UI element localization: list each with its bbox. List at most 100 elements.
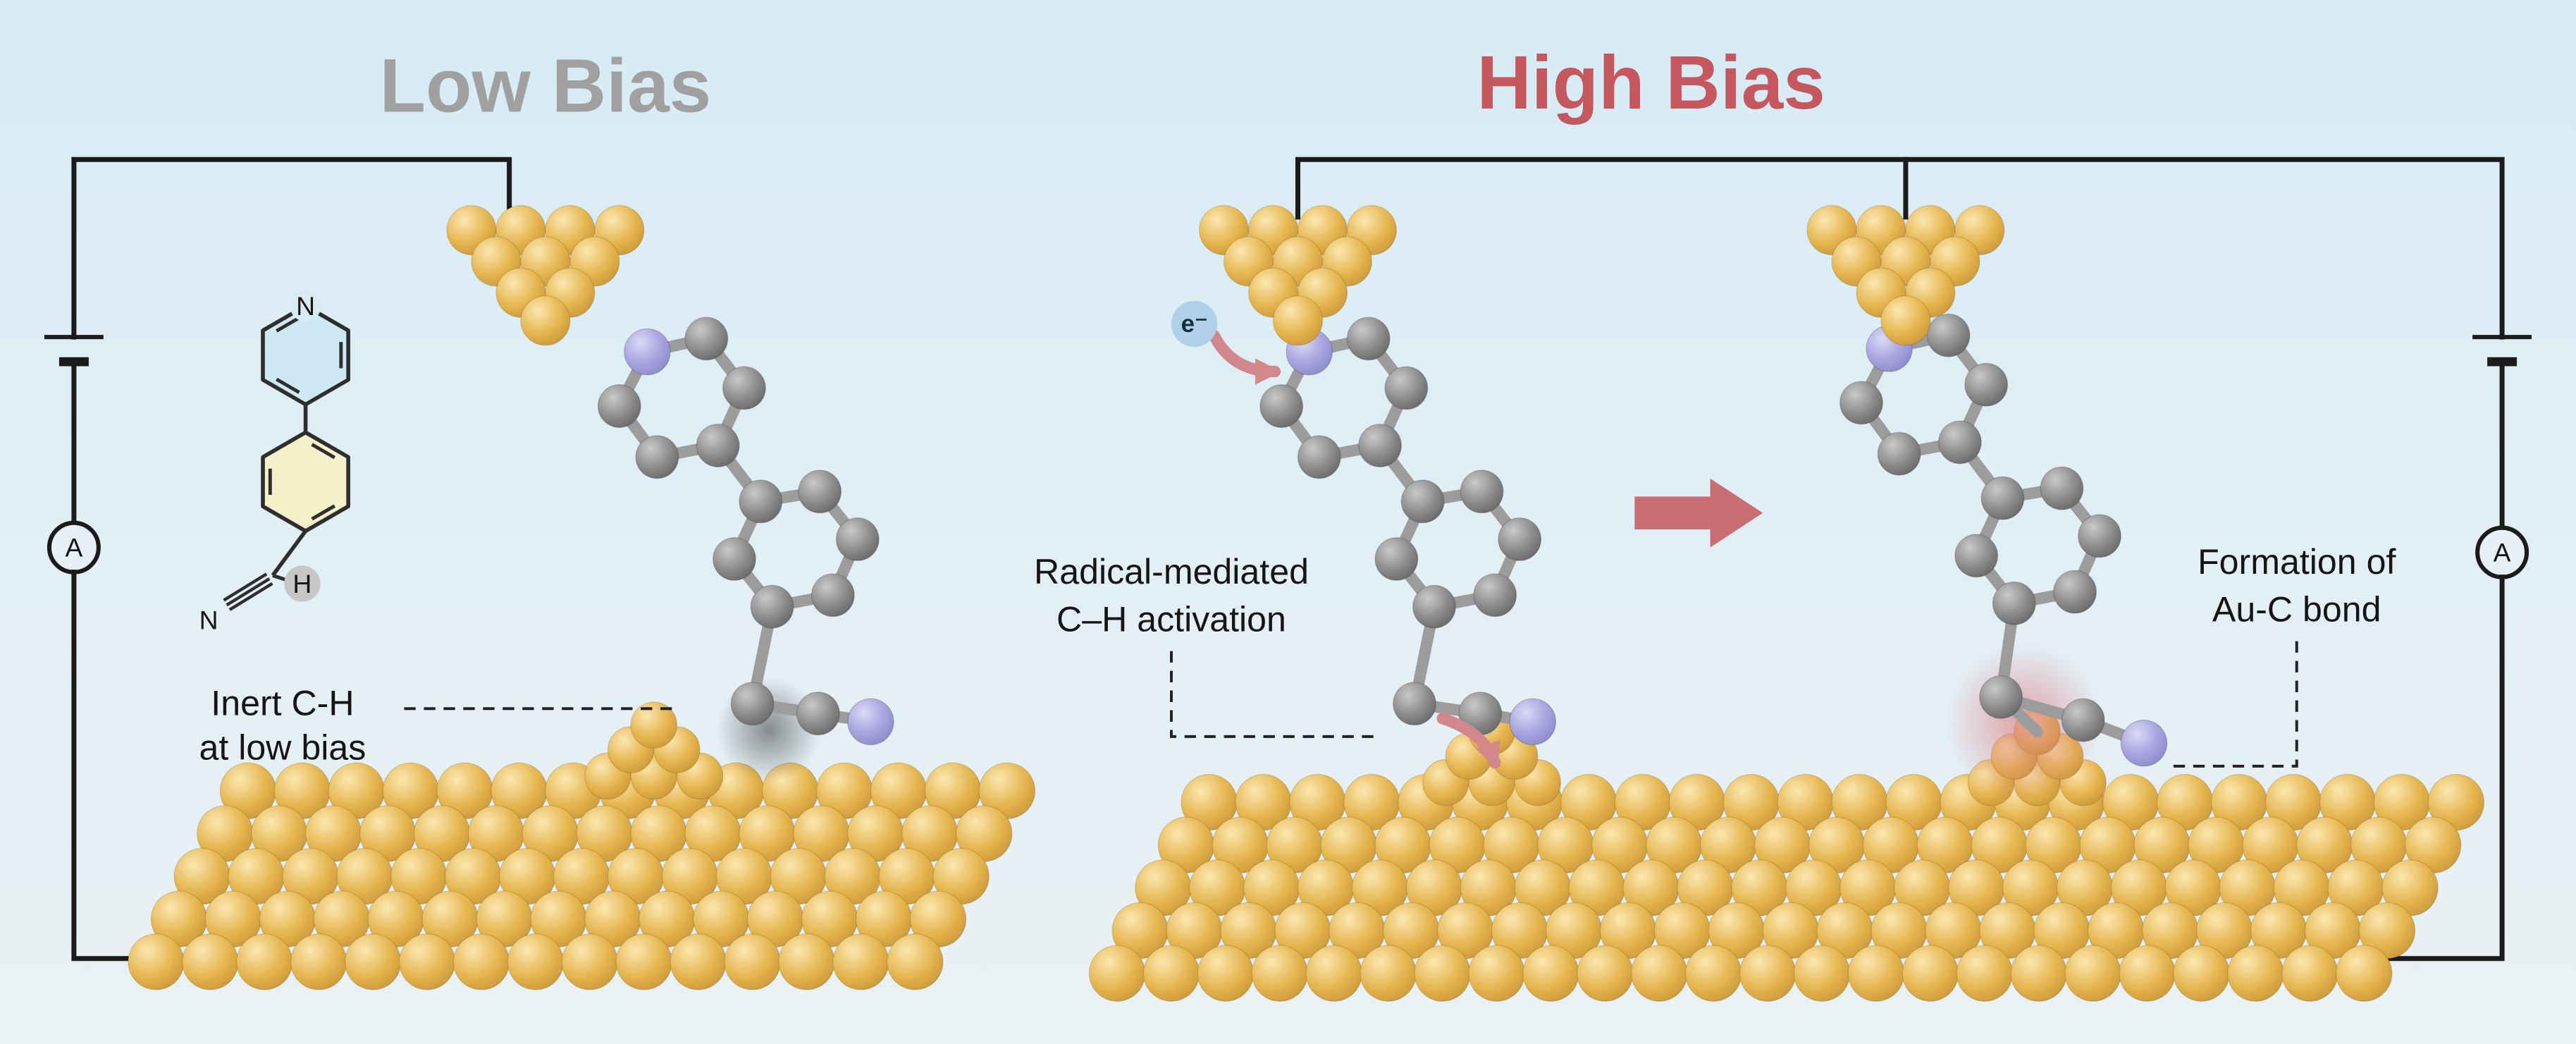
carbon-atom bbox=[1992, 582, 2036, 625]
carbon-atom bbox=[1980, 476, 2025, 520]
carbon-atom bbox=[739, 479, 783, 524]
chemical-structure-2d bbox=[223, 290, 350, 611]
inert-label-line1: Inert C-H bbox=[211, 684, 354, 723]
gold-atom bbox=[1088, 945, 1146, 1002]
gold-atom bbox=[452, 933, 510, 990]
hydrogen-highlight-circle bbox=[284, 565, 321, 602]
carbon-atom bbox=[811, 573, 855, 618]
carbon-atom bbox=[696, 424, 740, 467]
gold-atom bbox=[832, 933, 889, 990]
gold-atom bbox=[724, 933, 781, 990]
ammeter-label-right: A bbox=[2494, 538, 2511, 567]
gold-atom bbox=[670, 933, 727, 990]
gold-atom bbox=[1847, 945, 1905, 1002]
gold-tip-atom bbox=[1272, 295, 1324, 346]
gold-atom bbox=[290, 933, 347, 990]
low-bias-title: Low Bias bbox=[380, 44, 712, 128]
carbon-atom bbox=[835, 517, 880, 561]
gold-atom bbox=[1631, 945, 1688, 1002]
transition-arrow bbox=[1634, 478, 1763, 548]
gold-atom bbox=[2227, 945, 2284, 1002]
carbon-atom bbox=[1498, 517, 1542, 561]
carbon-atom bbox=[1259, 384, 1304, 428]
gold-atom bbox=[182, 933, 239, 990]
gold-adatom bbox=[630, 701, 677, 749]
gold-atom bbox=[128, 933, 185, 990]
inert-label-line2: at low bias bbox=[199, 728, 366, 768]
gold-atom bbox=[2281, 945, 2338, 1002]
carbon-atom bbox=[1460, 469, 1504, 514]
high-bias-title: High Bias bbox=[1477, 40, 1825, 125]
radical-to-surface-arrow bbox=[1436, 713, 1501, 769]
radical-label-line2: C–H activation bbox=[1056, 600, 1286, 639]
circuit-right: A bbox=[1295, 156, 2532, 962]
carbon-atom bbox=[798, 469, 842, 514]
molecule bbox=[1839, 313, 2168, 767]
electron-badge bbox=[1171, 300, 1218, 348]
carbon-atom bbox=[1393, 682, 1436, 726]
gold-atom bbox=[2173, 945, 2230, 1002]
gold-atom bbox=[344, 933, 402, 990]
gold-atom bbox=[1414, 945, 1471, 1002]
molecule bbox=[597, 317, 894, 746]
nitrogen-atom bbox=[2120, 719, 2168, 767]
carbon-atom bbox=[1374, 537, 1419, 581]
gold-atom bbox=[1739, 945, 1797, 1002]
carbon-atom bbox=[1384, 366, 1429, 410]
carbon-atom bbox=[1926, 313, 1971, 357]
carbon-atom bbox=[750, 584, 794, 629]
formation-pointer-line bbox=[2165, 641, 2298, 768]
gold-atom bbox=[887, 933, 944, 990]
gold-atom bbox=[1305, 945, 1362, 1002]
carbon-atom bbox=[1937, 420, 1982, 465]
hydrogen-label: H bbox=[292, 569, 312, 598]
carbon-atom bbox=[1412, 584, 1456, 629]
carbon-atom bbox=[2053, 570, 2097, 614]
gold-atom bbox=[1577, 945, 1634, 1002]
carbon-atom bbox=[796, 692, 840, 736]
gold-tip-atom bbox=[1880, 295, 1931, 346]
carbon-atom bbox=[684, 317, 729, 361]
gold-atom bbox=[1685, 945, 1742, 1002]
gold-atom bbox=[507, 933, 565, 990]
formation-label-line2: Au-C bond bbox=[2212, 590, 2381, 630]
gold-atom bbox=[236, 933, 293, 990]
carbon-atom bbox=[730, 682, 775, 726]
gold-atom bbox=[778, 933, 835, 990]
carbon-atom bbox=[722, 366, 766, 410]
nitrile-nitrogen-label: N bbox=[199, 605, 218, 634]
carbon-atom bbox=[2040, 466, 2084, 510]
nitrogen-atom bbox=[847, 698, 894, 746]
gold-atom bbox=[1793, 945, 1851, 1002]
molecules bbox=[597, 313, 2168, 767]
carbon-atom bbox=[1964, 362, 2009, 407]
nitrogen-atom bbox=[1509, 698, 1557, 746]
gold-atom bbox=[398, 933, 456, 990]
pyridine-nitrogen-label: N bbox=[296, 291, 315, 321]
carbon-atom bbox=[1839, 381, 1883, 425]
carbon-atom bbox=[1297, 435, 1341, 479]
carbon-atom bbox=[1346, 317, 1391, 361]
electron-injection-arrow bbox=[1208, 329, 1282, 385]
molecule bbox=[1259, 317, 1557, 746]
carbon-atom bbox=[1979, 675, 2023, 719]
wire-right-top bbox=[1295, 156, 2505, 340]
carbon-atom bbox=[1400, 479, 1445, 524]
gold-atom bbox=[2336, 945, 2393, 1002]
gold-atom bbox=[2010, 945, 2067, 1002]
gold-atom bbox=[2119, 945, 2176, 1002]
carbon-atom bbox=[1954, 534, 1999, 578]
gold-atom bbox=[1956, 945, 2014, 1002]
radical-label-line1: Radical-mediated bbox=[1034, 552, 1309, 591]
ammeter-label-left: A bbox=[65, 533, 82, 563]
carbon-atom bbox=[1473, 573, 1517, 618]
carbon-atom bbox=[713, 537, 756, 581]
gold-atom bbox=[2064, 945, 2121, 1002]
gold-atom bbox=[1197, 945, 1255, 1002]
gold-tips bbox=[446, 204, 2005, 346]
carbon-atom bbox=[597, 384, 641, 428]
electron-label: e⁻ bbox=[1181, 310, 1208, 338]
gold-tip-atom bbox=[520, 295, 571, 346]
